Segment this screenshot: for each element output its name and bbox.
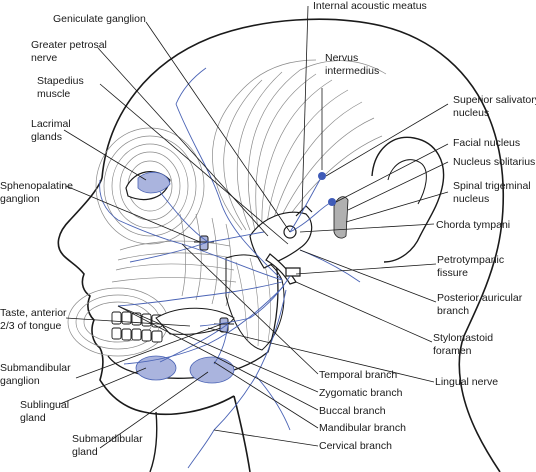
- label-submandibular-gland: Submandibular gland: [72, 433, 143, 458]
- label-mandibular-branch: Mandibular branch: [319, 422, 406, 434]
- label-buccal-branch: Buccal branch: [319, 405, 386, 417]
- lacrimal-gland: [137, 171, 171, 194]
- face-profile: [57, 177, 235, 416]
- cheek-muscles: [111, 213, 237, 307]
- label-stylomastoid-foramen: Stylomastoid foramen: [433, 332, 494, 357]
- label-lacrimal-glands: Lacrimal glands: [31, 118, 71, 143]
- label-taste-anterior-tongue: Taste, anterior 2/3 of tongue: [0, 307, 67, 332]
- teeth: [111, 311, 174, 343]
- label-chorda-tympani: Chorda tympani: [436, 219, 511, 231]
- label-internal-acoustic-meatus: Internal acoustic meatus: [313, 0, 427, 12]
- label-spinal-trigeminal-nucleus: Spinal trigeminal nucleus: [453, 180, 531, 205]
- label-petrotympanic-fissure: Petrotympanic fissure: [437, 254, 505, 279]
- brainstem: [318, 172, 349, 239]
- label-greater-petrosal-nerve: Greater petrosal nerve: [31, 39, 107, 64]
- label-superior-salivatory-nucleus: Superior salivatory nucleus: [453, 94, 536, 119]
- head-outline: [101, 18, 505, 472]
- label-lingual-nerve: Lingual nerve: [435, 376, 499, 388]
- neck-back: [149, 411, 158, 472]
- label-sublingual-gland: Sublingual gland: [20, 399, 70, 424]
- label-nervus-intermedius: Nervus intermedius: [325, 52, 380, 77]
- leader-lines: [59, 5, 449, 449]
- label-submandibular-ganglion: Submandibular ganglion: [0, 362, 71, 387]
- submandibular-gland: [189, 356, 235, 384]
- label-cervical-branch: Cervical branch: [319, 440, 392, 452]
- sublingual-gland: [135, 355, 177, 381]
- label-sphenopalatine-ganglion: Sphenopalatine ganglion: [0, 180, 73, 205]
- ear-outline: [371, 136, 445, 263]
- label-nucleus-solitarius: Nucleus solitarius: [453, 156, 536, 168]
- neck-front: [233, 395, 251, 472]
- label-temporal-branch: Temporal branch: [319, 369, 398, 381]
- temporalis-muscle: [212, 59, 387, 233]
- masseter: [225, 254, 285, 351]
- label-zygomatic-branch: Zygomatic branch: [319, 387, 403, 399]
- label-stapedius-muscle: Stapedius muscle: [37, 75, 84, 100]
- label-facial-nucleus: Facial nucleus: [453, 137, 521, 149]
- tongue: [155, 307, 235, 335]
- label-geniculate-ganglion: Geniculate ganglion: [53, 13, 146, 25]
- facial-nerve-branches: [99, 67, 361, 469]
- temporal-bone: [249, 205, 313, 285]
- label-posterior-auricular-branch: Posterior auricular branch: [437, 292, 523, 317]
